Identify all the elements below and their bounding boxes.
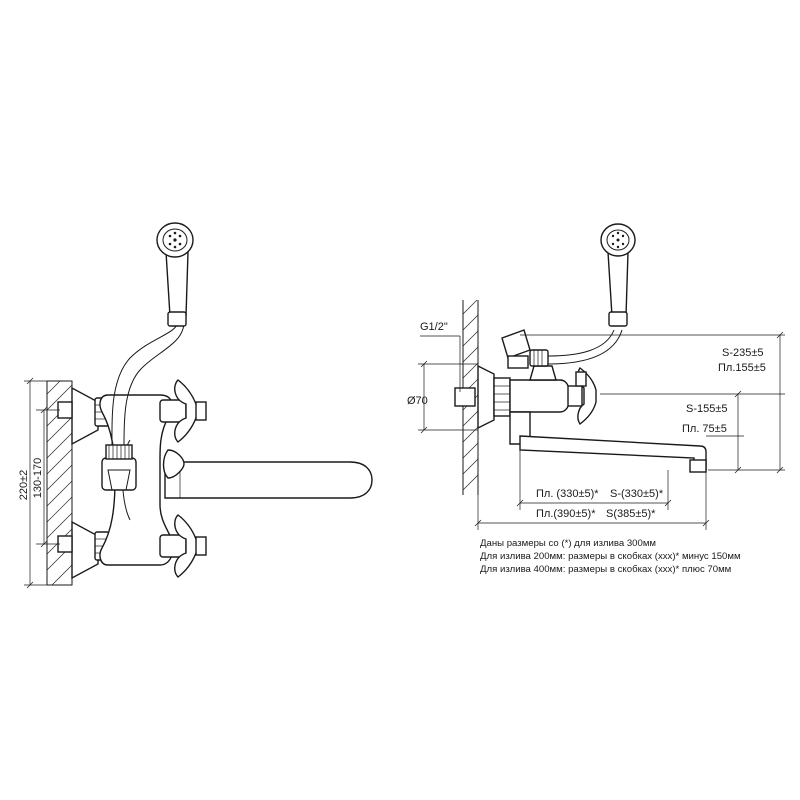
dim-s-385: S(385±5)* [606,508,656,520]
front-diverter [101,444,137,491]
side-shower [547,223,636,365]
front-wall [46,380,99,586]
note-line-2: Для излива 200мм: размеры в скобках (xxx… [480,551,741,562]
front-spout [164,461,373,499]
spout-notes: Даны размеры со (*) для излива 300мм Для… [480,538,741,575]
note-line-3: Для излива 400мм: размеры в скобках (xxx… [480,564,731,575]
dim-pl-330: Пл. (330±5)* [536,488,599,500]
note-line-1: Даны размеры со (*) для излива 300мм [480,538,656,549]
side-body [493,365,571,445]
dim-s-235: S-235±5 [722,347,764,359]
front-view: 220±2 130-170 [18,222,373,589]
side-valve [567,366,597,426]
side-diverter [501,329,549,369]
dim-pl-155: Пл.155±5 [718,362,766,374]
diameter-label: Ø70 [407,395,428,407]
front-diverter-knob [162,449,185,479]
dim-s-330: S-(330±5)* [610,488,664,500]
side-spout [519,435,707,473]
dim-pl-75: Пл. 75±5 [682,423,727,435]
dim-center-distance: 130-170 [32,458,44,498]
front-valve-top [159,379,207,443]
side-bottom-dimensions: Пл. (330±5)* S-(330±5)* Пл.(390±5)* S(38… [474,450,710,530]
front-dimensions: 220±2 130-170 [18,377,60,589]
side-left-dimensions: G1/2" Ø70 [407,321,478,434]
side-view: G1/2" Ø70 S-235±5 Пл.155±5 S-155±5 Пл. 7… [407,223,785,575]
thread-label: G1/2" [420,321,448,333]
side-right-dimensions: S-235±5 Пл.155±5 S-155±5 Пл. 75±5 [520,331,785,474]
front-shower [111,222,194,446]
dim-s-155: S-155±5 [686,403,728,415]
dim-total-height: 220±2 [18,470,30,501]
dim-pl-390: Пл.(390±5)* [536,508,596,520]
front-valve-bottom [159,514,207,578]
side-wall [454,299,495,495]
